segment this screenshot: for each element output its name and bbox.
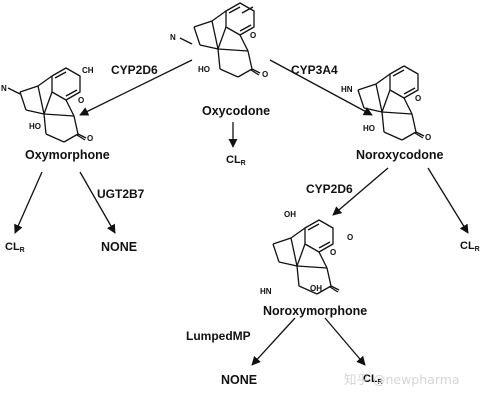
cl-oxymorphone: CLR [5,241,25,254]
noroxycodone-label: Noroxycodone [356,148,444,162]
noroxymorphone-hn-label: HN [260,287,272,296]
arrow-oxymorphone-to-none [79,171,116,234]
oxymorphone-structure [7,67,87,143]
arrow-oxymorphone-to-cl [14,171,43,234]
cyp3a4-enzyme-label: CYP3A4 [291,63,338,77]
oxycodone-n-label: N [170,33,176,42]
none-noroxymorphone: NONE [221,373,258,387]
oxymorphone-o-label: O [78,96,85,105]
oxycodone-ho-label: HO [198,65,210,74]
noroxymorphone-ketone-o-label: O [347,233,354,242]
noroxycodone-ketone-o-label: O [425,133,432,142]
none-oxymorphone: NONE [101,240,138,254]
noroxycodone-ho-label: HO [363,124,375,133]
noroxymorphone-structure [272,219,340,295]
arrow-noroxycodone-to-noroxymorphone [332,167,389,216]
oxycodone-structure [179,2,261,78]
noroxycodone-o-label: O [415,94,422,103]
noroxymorphone-label: Noroxymorphone [263,304,368,318]
cl-oxycodone: CLR [226,154,246,167]
noroxymorphone-oh-label: OH [310,284,322,293]
arrow-noroxymorphone-to-cl [324,317,366,366]
ugt2b7-enzyme-label: UGT2B7 [97,187,145,201]
arrow-oxycodone-to-oxymorphone [79,59,193,116]
noroxymorphone-oh-top-label: OH [284,210,296,219]
oxymorphone-label: Oxymorphone [25,148,110,162]
oxymorphone-ketone-o-label: O [87,134,94,143]
cl-noroxymorphone: CLR [363,373,383,386]
cyp2d6-enzyme-label-mid: CYP2D6 [306,182,353,196]
oxymorphone-ch-label: CH [82,66,94,75]
arrow-noroxycodone-to-cl [427,167,469,234]
oxycodone-label: Oxycodone [202,104,271,118]
arrow-oxycodone-to-noroxycodone [269,59,373,116]
watermark-text: 知乎 @newpharma [344,372,460,387]
noroxymorphone-o-label: O [330,248,337,257]
oxycodone-ketone-o-label: O [262,70,269,79]
oxycodone-o-label: O [250,31,257,40]
cyp2d6-enzyme-label-top: CYP2D6 [111,63,158,77]
oxymorphone-n-label: N [1,84,7,93]
cl-noroxycodone: CLR [460,240,480,253]
arrow-noroxymorphone-to-none [251,317,296,366]
noroxycodone-nh-label: HN [341,85,353,94]
lumpedmp-enzyme-label: LumpedMP [186,329,251,343]
oxymorphone-ho-label: HO [29,122,41,131]
